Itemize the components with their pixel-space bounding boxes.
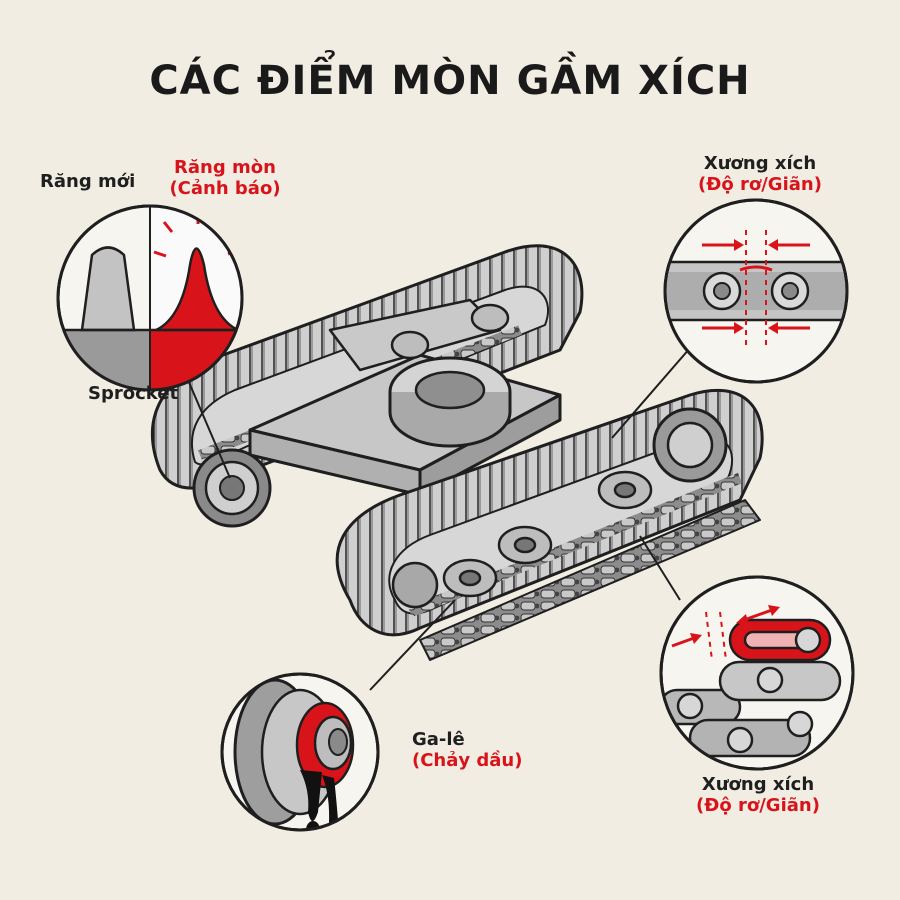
chain-pin-icon	[663, 198, 849, 384]
label-roller: Ga-lê (Chảy dầu)	[412, 729, 523, 771]
sprocket-wheel	[192, 448, 272, 528]
label-pin-bottom-line1: Xương xích	[701, 774, 815, 795]
label-pin-top-line1: Xương xích	[703, 153, 817, 174]
roller-oil-leak-icon	[220, 672, 380, 832]
sprocket-tooth-icon	[56, 204, 244, 392]
crawler-undercarriage-icon	[150, 244, 764, 661]
label-roller-line1: Ga-lê	[412, 729, 465, 750]
label-pin-bottom: Xương xích (Độ rơ/Giãn)	[678, 774, 838, 816]
label-sprocket: Sprocket	[88, 383, 179, 404]
leader-lines	[187, 347, 691, 691]
idler-wheel	[391, 407, 728, 609]
label-pin-top: Xương xích (Độ rơ/Giãn)	[680, 153, 840, 195]
label-worn-tooth-line2: (Cảnh báo)	[169, 177, 281, 199]
label-roller-line2: (Chảy dầu)	[412, 749, 523, 771]
center-frame	[248, 298, 562, 497]
label-new-tooth: Răng mới	[40, 171, 136, 192]
track-rollers	[390, 303, 653, 598]
chain-link-icon	[659, 575, 855, 771]
label-worn-tooth: Răng mòn (Cảnh báo)	[160, 157, 290, 199]
label-worn-tooth-line1: Răng mòn	[174, 157, 276, 178]
label-pin-top-line2: (Độ rơ/Giãn)	[698, 173, 822, 195]
label-pin-bottom-line2: (Độ rơ/Giãn)	[696, 794, 820, 816]
page-title: CÁC ĐIỂM MÒN GẦM XÍCH	[149, 58, 751, 104]
